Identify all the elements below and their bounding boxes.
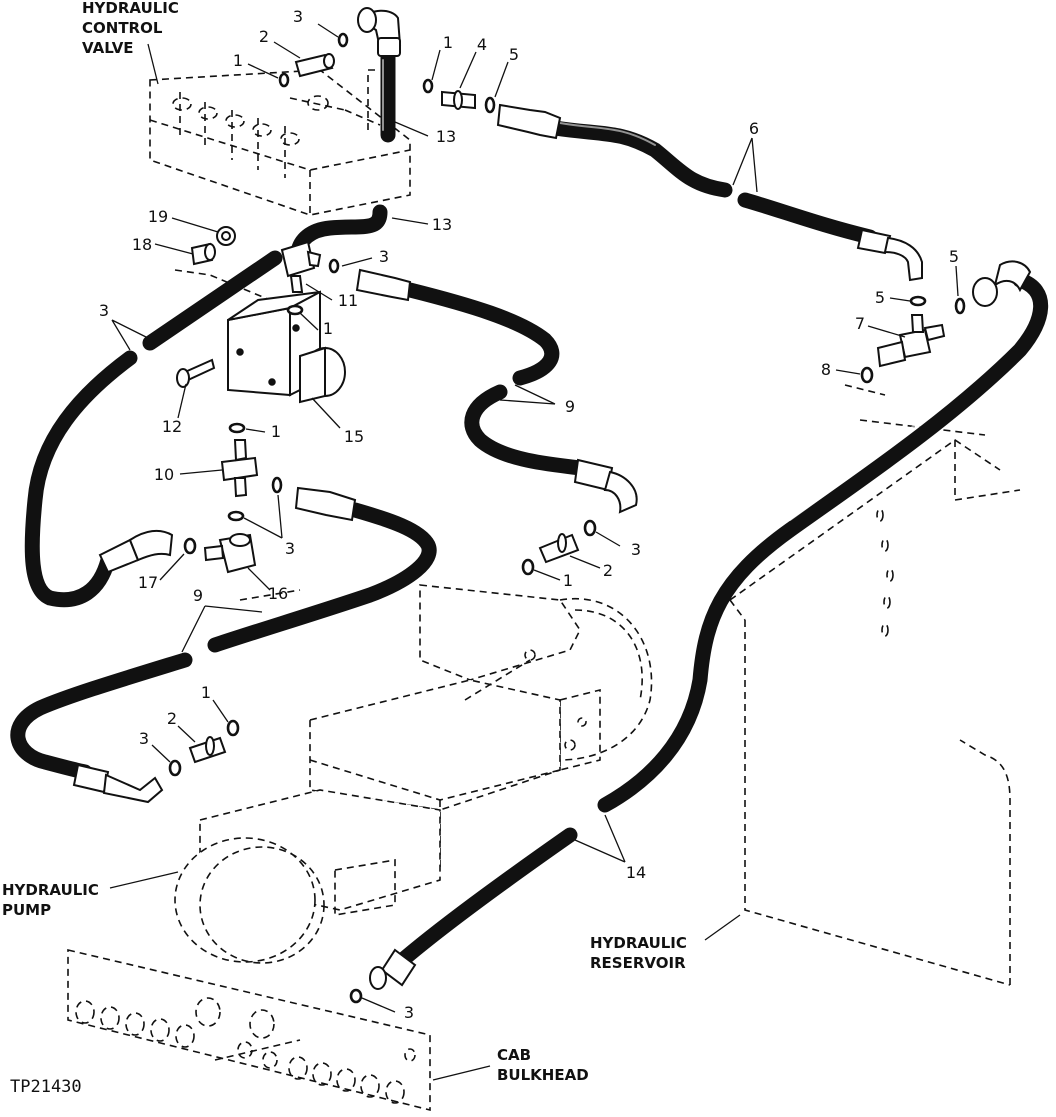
- callout-3: 3: [285, 539, 295, 558]
- callout-1: 1: [323, 319, 333, 338]
- callout-6: 6: [749, 119, 759, 138]
- bolt-12: [176, 358, 216, 388]
- leader-lines: [109, 23, 959, 1081]
- callout-1: 1: [201, 683, 211, 702]
- callout-15: 15: [344, 427, 364, 446]
- hose-9-lower-fitting-bottom: [72, 763, 164, 804]
- callout-7: 7: [855, 314, 865, 333]
- callout-4: 4: [477, 35, 487, 54]
- guide-line: [844, 384, 886, 396]
- hose-6-fitting-right: [856, 228, 923, 282]
- callout-1: 1: [271, 422, 281, 441]
- adapter-fitting-2-mid: [538, 533, 580, 564]
- callout-8: 8: [821, 360, 831, 379]
- callout-16: 16: [268, 584, 288, 603]
- guide-line: [174, 269, 271, 301]
- label-line: BULKHEAD: [497, 1066, 589, 1084]
- callout-9: 9: [565, 397, 575, 416]
- elbow-fitting-16: [203, 533, 257, 574]
- label-line: HYDRAULIC: [590, 934, 687, 952]
- o-rings: [168, 32, 966, 1004]
- hose-14-fitting-bottom: [369, 948, 417, 990]
- label-line: HYDRAULIC: [2, 881, 99, 899]
- cab-bulkhead: [67, 948, 431, 1112]
- callout-1: 1: [233, 51, 243, 70]
- label-line: RESERVOIR: [590, 954, 686, 972]
- callout-9: 9: [193, 586, 203, 605]
- adapter-fitting-2-top: [294, 53, 335, 78]
- guide-line: [367, 69, 375, 130]
- callout-11: 11: [338, 291, 358, 310]
- tee-fitting-7: [876, 314, 946, 368]
- hose-9-upper: [402, 282, 588, 476]
- label-hydraulic-control-valve: HYDRAULIC CONTROL VALVE: [82, 0, 179, 57]
- callout-3: 3: [99, 301, 109, 320]
- callout-5: 5: [509, 45, 519, 64]
- fitting-19: [216, 226, 236, 246]
- callout-3: 3: [139, 729, 149, 748]
- fitting-18: [190, 242, 216, 266]
- callout-1: 1: [443, 33, 453, 52]
- hose-9-lower: [10, 502, 437, 780]
- label-line: HYDRAULIC: [82, 0, 179, 17]
- callout-13: 13: [432, 215, 452, 234]
- callouts: 3 2 1 1 4 5 13 13 6 19 18 3 11 1 3 12 15…: [99, 7, 959, 1022]
- label-line: CONTROL: [82, 19, 163, 37]
- elbow-fitting-top: [357, 7, 402, 57]
- callout-1: 1: [563, 571, 573, 590]
- hose-9-upper-fitting-bottom: [573, 458, 638, 514]
- callout-14: 14: [626, 863, 646, 882]
- tee-fitting-11: [280, 240, 322, 293]
- label-line: VALVE: [82, 39, 134, 57]
- callout-5: 5: [949, 247, 959, 266]
- hose-6-fitting-left: [496, 103, 562, 140]
- callout-2: 2: [603, 561, 613, 580]
- callout-3: 3: [404, 1003, 414, 1022]
- hose-9-lower-fitting-top: [294, 486, 357, 522]
- callout-19: 19: [148, 207, 168, 226]
- figure-code: TP21430: [10, 1077, 82, 1097]
- callout-2: 2: [167, 709, 177, 728]
- callout-5: 5: [875, 288, 885, 307]
- hydraulic-pump: [174, 584, 653, 964]
- adapter-fitting-4: [441, 90, 476, 110]
- callout-3: 3: [293, 7, 303, 26]
- label-hydraulic-reservoir: HYDRAULIC RESERVOIR: [590, 934, 687, 972]
- label-cab-bulkhead: CAB BULKHEAD: [497, 1046, 589, 1084]
- hose-9-upper-fitting-top: [355, 268, 412, 302]
- callout-17: 17: [138, 573, 158, 592]
- adapter-fitting-2-lower: [188, 736, 227, 764]
- hydraulic-control-valve: [149, 69, 411, 216]
- hose-6: [547, 120, 878, 245]
- callout-3: 3: [631, 540, 641, 559]
- valve-block-15: [227, 290, 346, 404]
- callout-18: 18: [132, 235, 152, 254]
- label-line: CAB: [497, 1046, 531, 1064]
- callout-10: 10: [154, 465, 174, 484]
- hose-3-elbow-fitting: [98, 529, 174, 574]
- label-hydraulic-pump: HYDRAULIC PUMP: [2, 881, 99, 919]
- callout-2: 2: [259, 27, 269, 46]
- hose-13-vertical: [380, 47, 396, 143]
- hose-3-left: [24, 250, 283, 608]
- callout-13: 13: [436, 127, 456, 146]
- hose-14-fitting-top: [972, 260, 1032, 307]
- label-line: PUMP: [2, 901, 51, 919]
- callout-12: 12: [162, 417, 182, 436]
- tee-fitting-10: [220, 439, 259, 498]
- callout-3: 3: [379, 247, 389, 266]
- hydraulic-reservoir: [729, 419, 1021, 986]
- hose-13-lower: [290, 204, 388, 260]
- hose-14: [397, 272, 1049, 966]
